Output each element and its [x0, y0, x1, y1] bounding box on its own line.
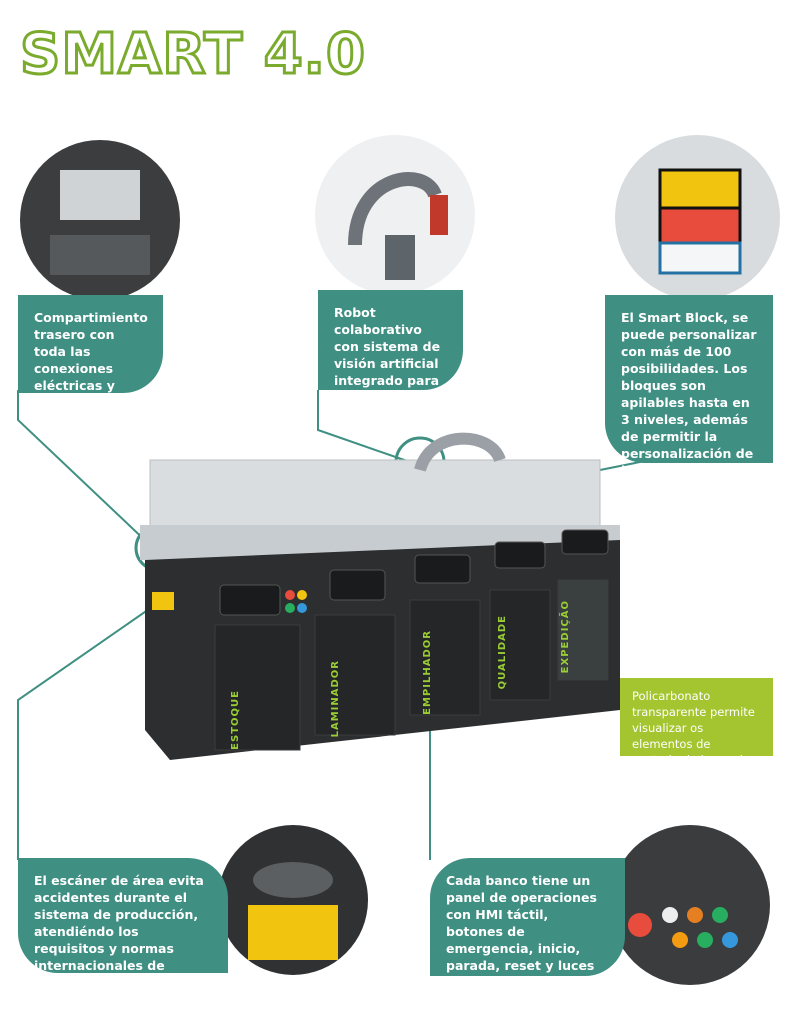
- cabinet-label-empilhador: EMPILHADOR: [422, 630, 433, 715]
- area-scanner-photo: [218, 825, 368, 975]
- callout-polycarbonate: Policarbonato transparente permite visua…: [620, 678, 773, 767]
- cabinet-label-qualidade: QUALIDADE: [497, 615, 508, 690]
- callout-operator-panel: Cada banco tiene un panel de operaciones…: [430, 858, 625, 990]
- machine-illustration: [140, 432, 620, 760]
- callout-area-scanner: El escáner de área evita accidentes dura…: [18, 858, 228, 990]
- page-title: SMART 4.0: [19, 21, 367, 89]
- operator-panel-photo: [610, 825, 770, 985]
- robot-photo: [315, 135, 475, 295]
- rear-compartment-photo: [20, 140, 180, 300]
- callout-smart-block: El Smart Block, se puede personalizar co…: [605, 295, 773, 478]
- callout-rear-compartment: Compartimiento trasero con toda las cone…: [18, 295, 163, 410]
- cabinet-label-laminador: LAMINADOR: [330, 660, 341, 738]
- cabinet-label-estoque: ESTOQUE: [230, 690, 241, 750]
- smart-block-photo: [615, 135, 780, 300]
- cabinet-label-expedicao: EXPEDIÇÃO: [560, 600, 571, 674]
- callout-robot: Robot colaborativo con sistema de visión…: [318, 290, 463, 422]
